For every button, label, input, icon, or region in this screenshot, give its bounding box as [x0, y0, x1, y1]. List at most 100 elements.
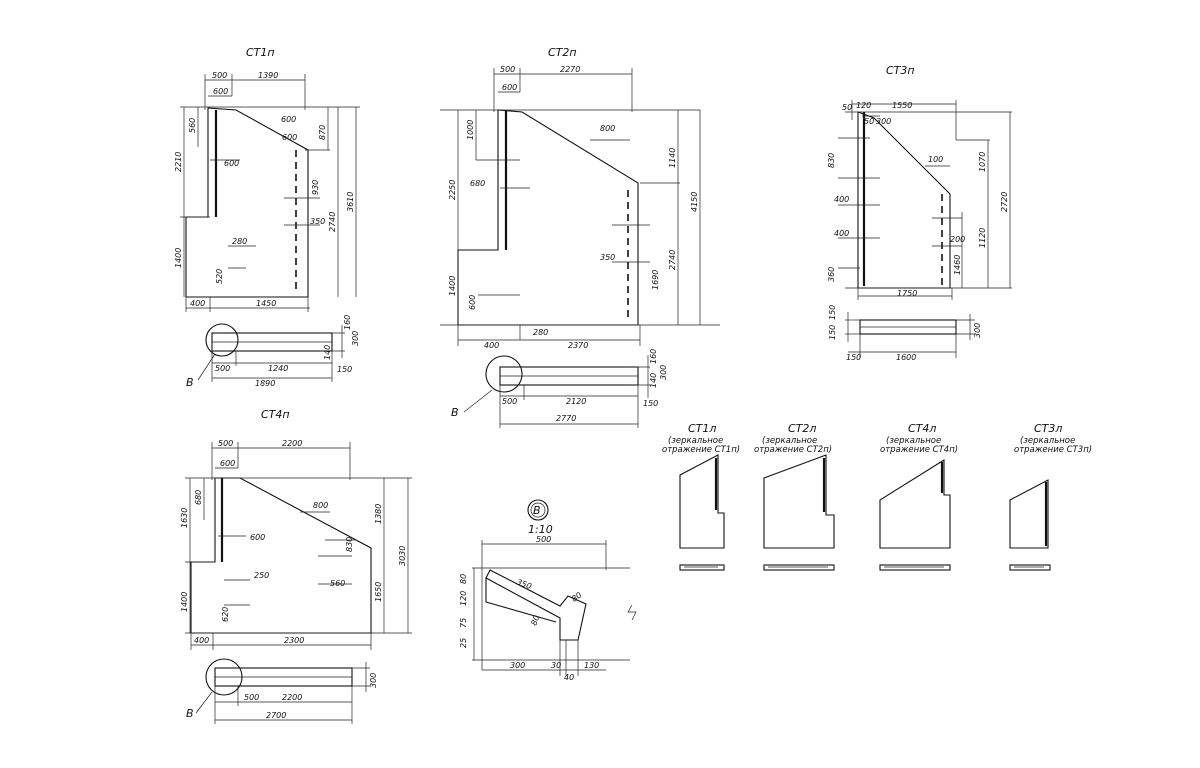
dim-label: 3030: [398, 546, 407, 566]
dim-label: 140: [323, 345, 332, 360]
dim-label: 160: [343, 315, 352, 330]
dimension-labels: 500 1390 600 600 560 2210 600 600 870 93…: [174, 71, 355, 308]
dim-label: 500: [212, 71, 227, 80]
panel-outline: [857, 111, 951, 289]
dim-label: 800: [313, 501, 328, 510]
dim-label: 2370: [568, 341, 588, 350]
dim-label: 140: [649, 373, 658, 388]
dim-label: 400: [190, 299, 205, 308]
dim-label: 400: [834, 229, 849, 238]
dim-label: 2740: [328, 212, 337, 232]
dim-label: 400: [834, 195, 849, 204]
dim-label: 350: [600, 253, 615, 262]
dim-label: 350: [515, 577, 532, 591]
dim-label: 300: [369, 673, 378, 688]
dim-label: 1600: [896, 353, 916, 362]
dim-label: 150: [337, 365, 352, 374]
dim-label: 1400: [448, 276, 457, 296]
dim-label: 870: [318, 125, 327, 140]
dim-label: 80: [529, 614, 541, 627]
panel-st1p: СТ1п 500 1390 600 600 560 2210 600 600 8…: [174, 46, 360, 389]
dim-label: 150: [828, 325, 837, 340]
panel-section: В 160 300 140 150 500 2120 2770: [451, 349, 668, 428]
dim-label: 600: [502, 83, 517, 92]
dim-label: 25: [459, 638, 468, 648]
dimension-labels: 500 350 80 120 80 25 75 80 300 30 130 40: [459, 535, 599, 682]
dim-label: 2200: [282, 693, 302, 702]
dim-label: 2210: [174, 152, 183, 172]
dim-label: 500: [218, 439, 233, 448]
dim-label: 1390: [258, 71, 278, 80]
dimension-lines: [185, 442, 412, 650]
dim-label: 280: [232, 237, 247, 246]
dim-label: 1400: [174, 248, 183, 268]
callout-circle: [485, 355, 523, 393]
dim-label: 1630: [180, 508, 189, 528]
panel-st3p: СТ3п 50 120 1550 50 300 830 100 1070 400…: [827, 64, 1012, 362]
mirror-note: (зеркальное: [886, 436, 941, 446]
dim-label: 2270: [560, 65, 580, 74]
dim-label: 40: [564, 673, 574, 682]
dim-label: 400: [484, 341, 499, 350]
dim-label: 600: [224, 159, 239, 168]
dim-label: 360: [827, 267, 836, 282]
dim-label: 1380: [374, 504, 383, 524]
dim-label: 2740: [668, 250, 677, 270]
break-line: [627, 604, 637, 621]
dim-label: 1460: [953, 255, 962, 275]
detail-scale: 1:10: [528, 523, 553, 536]
dim-label: 150: [828, 305, 837, 320]
panel-st2p: СТ2п 500 2270 600 800 1000 1140 2250 680…: [440, 46, 720, 428]
mirror-note: (зеркальное: [762, 436, 817, 446]
dim-label: 600: [213, 87, 228, 96]
detail-callout-circle: [527, 499, 549, 521]
dim-label: 300: [351, 331, 360, 346]
dim-label: 2120: [566, 397, 586, 406]
dim-label: 50: [864, 117, 874, 126]
mirror-note: отражение СТ2п): [754, 445, 832, 455]
dim-label: 400: [194, 636, 209, 645]
dim-label: 600: [250, 533, 265, 542]
mirror-note: (зеркальное: [1020, 436, 1075, 446]
mirror-title: СТ3л: [1034, 422, 1062, 435]
panel-section: В 300 500 2200 2700: [186, 658, 378, 724]
dim-label: 300: [876, 117, 891, 126]
dim-label: 300: [659, 365, 668, 380]
dim-label: 300: [973, 323, 982, 338]
dim-label: 1550: [892, 101, 912, 110]
panel-title: СТ2п: [548, 46, 577, 59]
panel-title: СТ4п: [261, 408, 290, 421]
dimension-labels: 50 120 1550 50 300 830 100 1070 400 2720…: [827, 101, 1009, 298]
dim-label: 1070: [978, 152, 987, 172]
dim-label: 150: [643, 399, 658, 408]
panel-section: 150 150 300 150 1600: [828, 305, 982, 362]
dim-label: 930: [311, 180, 320, 195]
dim-label: 2250: [448, 180, 457, 200]
panel-outline: [190, 477, 372, 634]
dim-label: 2720: [1000, 192, 1009, 212]
dim-label: 830: [345, 537, 354, 552]
callout-label: В: [186, 707, 194, 720]
dim-label: 600: [220, 459, 235, 468]
mirror-title: СТ4л: [908, 422, 936, 435]
dim-label: 1000: [466, 120, 475, 140]
dim-label: 2770: [556, 414, 576, 423]
mirror-st1l: СТ1л (зеркальное отражение СТ1п): [662, 422, 740, 571]
dim-label: 4150: [690, 192, 699, 212]
dim-label: 250: [254, 571, 269, 580]
callout-label: В: [451, 406, 459, 419]
dim-label: 1120: [978, 228, 987, 248]
dim-label: 1690: [651, 270, 660, 290]
dim-label: 500: [500, 65, 515, 74]
mirror-st3l: СТ3л (зеркальное отражение СТ3п): [1009, 422, 1092, 571]
detail-callout-label: В: [533, 504, 541, 517]
dim-label: 680: [194, 490, 203, 505]
dim-label: 50: [842, 103, 852, 112]
mirror-outline: [763, 454, 835, 549]
dim-label: 2300: [284, 636, 304, 645]
panel-section: В 160 300 140 150 500 1240 1890: [186, 315, 360, 389]
dim-label: 1750: [897, 289, 917, 298]
mirror-title: СТ2л: [788, 422, 816, 435]
dim-label: 830: [827, 153, 836, 168]
